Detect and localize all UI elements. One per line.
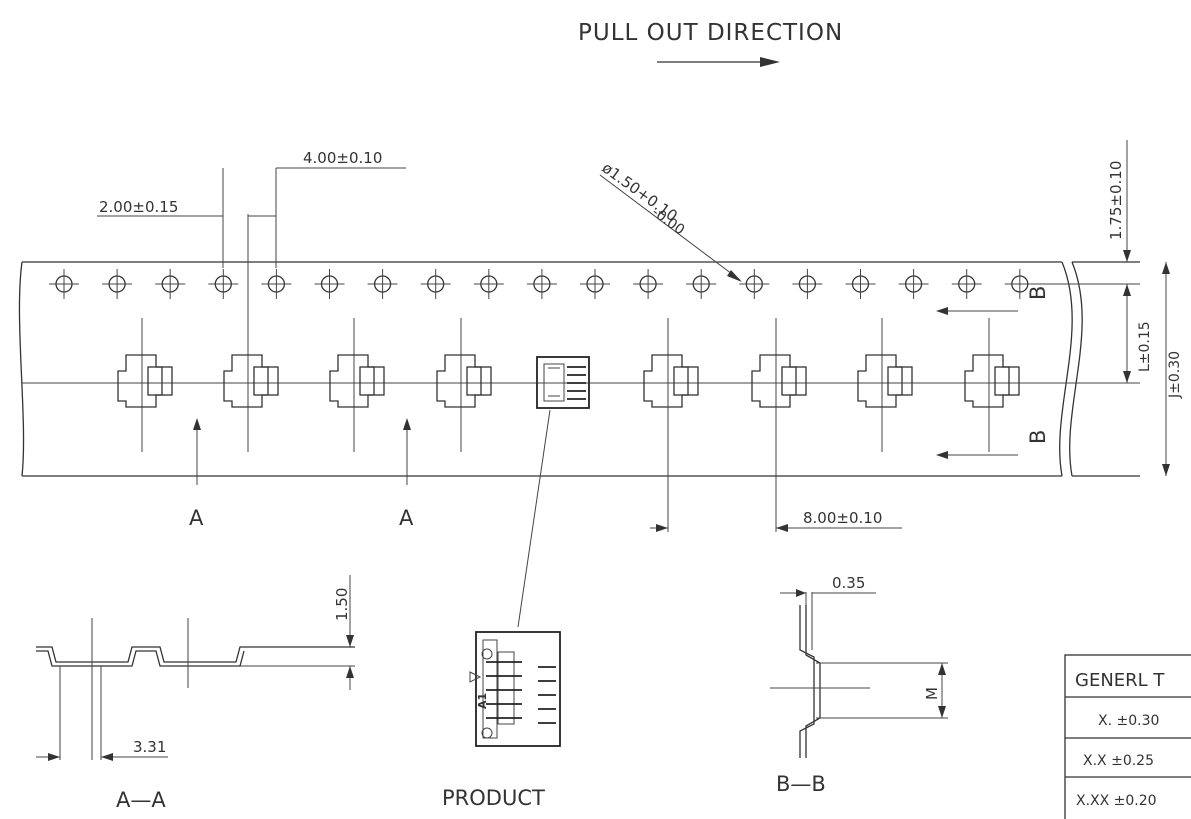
sprocket-holes — [49, 269, 1035, 299]
svg-text:J±0.30: J±0.30 — [1167, 351, 1183, 399]
dim-hole-pitch: 4.00±0.10 — [275, 149, 406, 268]
svg-text:8.00±0.10: 8.00±0.10 — [803, 509, 882, 527]
svg-text:A: A — [399, 506, 414, 530]
svg-text:L±0.15: L±0.15 — [1137, 321, 1153, 372]
sprocket-hole — [102, 269, 133, 299]
tolerance-row-xxx: X.XX ±0.20 — [1076, 793, 1157, 809]
dim-tape-width: J±0.30 — [1162, 262, 1183, 476]
pocket — [436, 318, 492, 452]
sprocket-hole — [420, 269, 451, 299]
tolerance-table: GENERL T X. ±0.30 X.X ±0.25 X.XX ±0.20 — [1064, 654, 1191, 819]
tolerance-row-xx: X.X ±0.25 — [1083, 753, 1154, 769]
section-a-a-view: 3.31 1.50 A—A — [36, 575, 355, 812]
dim-hole-diameter: ø1.50+0.10 -0.00 — [599, 159, 742, 282]
pocket — [117, 318, 173, 452]
sprocket-hole — [473, 269, 504, 299]
sprocket-hole — [580, 269, 610, 299]
tolerance-row-x: X. ±0.30 — [1098, 713, 1159, 729]
section-mark-a-right: A — [399, 418, 414, 530]
svg-text:M: M — [923, 687, 941, 700]
svg-text:4.00±0.10: 4.00±0.10 — [303, 149, 382, 167]
svg-text:0.35: 0.35 — [832, 574, 865, 592]
product-in-pocket — [536, 356, 590, 409]
sprocket-hole — [898, 269, 929, 299]
svg-text:2.00±0.15: 2.00±0.15 — [99, 198, 178, 216]
pocket — [643, 318, 699, 452]
sprocket-hole — [367, 269, 398, 299]
dim-pocket-pitch: 8.00±0.10 — [650, 318, 902, 532]
pocket-row — [117, 318, 1020, 452]
section-mark-b-top: B — [936, 286, 1050, 315]
sprocket-hole — [314, 269, 345, 299]
pocket — [223, 318, 279, 452]
sprocket-hole — [261, 269, 292, 299]
pocket — [329, 318, 385, 452]
section-b-b-label: B—B — [776, 772, 826, 796]
pocket — [964, 318, 1020, 452]
svg-text:1.50: 1.50 — [333, 588, 351, 621]
dim-edge-to-hole: 1.75±0.10 — [1020, 140, 1140, 285]
section-mark-b-bottom: B — [936, 430, 1050, 459]
sprocket-hole — [49, 269, 79, 299]
svg-text:1.75±0.10: 1.75±0.10 — [1107, 161, 1125, 240]
sprocket-hole — [208, 269, 239, 299]
section-b-b-view: 0.35 M B—B — [770, 574, 948, 796]
tolerance-table-header: GENERL T — [1075, 670, 1165, 691]
sprocket-hole — [686, 269, 717, 299]
svg-text:3.31: 3.31 — [133, 738, 166, 756]
sprocket-hole — [739, 269, 770, 299]
pull-direction-arrow — [657, 57, 780, 67]
sprocket-hole — [155, 269, 186, 299]
product-a1-mark: A1 — [476, 693, 489, 709]
pocket — [857, 318, 913, 452]
dim-hole-row-to-pocket: L±0.15 — [1010, 284, 1153, 384]
carrier-tape — [18, 261, 1140, 477]
svg-text:B: B — [1026, 286, 1050, 300]
sprocket-hole — [526, 269, 557, 299]
dim-hole-to-pocket: 2.00±0.15 — [97, 168, 276, 452]
sprocket-hole — [792, 269, 823, 299]
section-mark-a-left: A — [189, 418, 204, 530]
product-label: PRODUCT — [442, 786, 545, 810]
svg-text:A: A — [189, 506, 204, 530]
sprocket-hole — [633, 269, 664, 299]
section-a-a-label: A—A — [116, 788, 166, 812]
sprocket-hole — [845, 269, 876, 299]
sprocket-hole — [951, 269, 982, 299]
svg-text:B: B — [1026, 430, 1050, 444]
pocket — [751, 318, 807, 452]
pull-out-direction-title: PULL OUT DIRECTION — [578, 20, 843, 46]
product-view: A1 PRODUCT — [442, 631, 561, 810]
